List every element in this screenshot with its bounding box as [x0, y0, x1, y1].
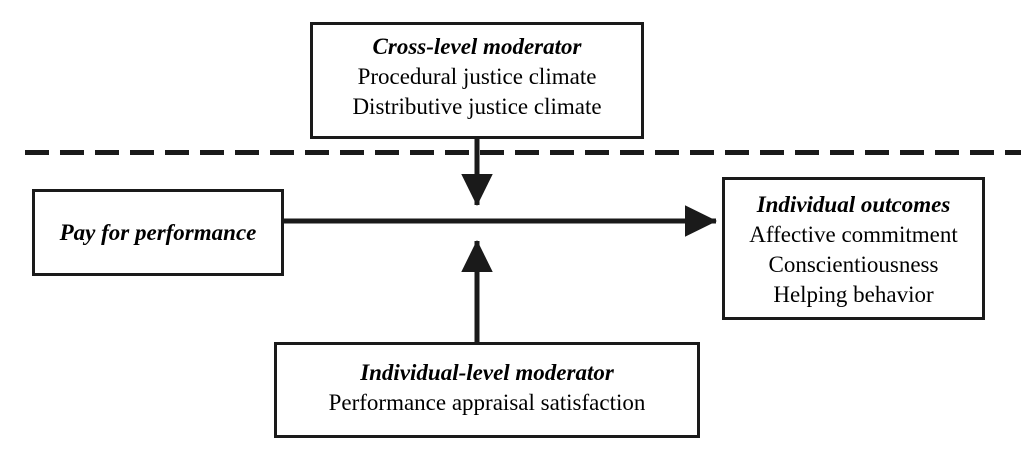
node-individual-level-moderator-title: Individual-level moderator [360, 360, 614, 385]
node-individual-outcomes-line-3: Helping behavior [773, 282, 934, 307]
node-individual-outcomes-line-1: Affective commitment [749, 222, 958, 247]
node-pay-for-performance-title: Pay for performance [59, 220, 257, 245]
node-individual-level-moderator-line-1: Performance appraisal satisfaction [328, 390, 646, 415]
node-individual-outcomes[interactable]: Individual outcomes Affective commitment… [722, 177, 985, 320]
node-cross-level-moderator-title: Cross-level moderator [372, 34, 582, 59]
node-pay-for-performance[interactable]: Pay for performance [32, 189, 284, 276]
node-individual-outcomes-title: Individual outcomes [756, 192, 951, 217]
node-cross-level-moderator-line-1: Procedural justice climate [357, 64, 597, 89]
level-divider-dashed-line [25, 150, 1021, 155]
dashed-line-svg [25, 150, 1021, 155]
node-individual-outcomes-line-2: Conscientiousness [768, 252, 939, 277]
node-individual-level-moderator[interactable]: Individual-level moderator Performance a… [274, 342, 700, 438]
node-cross-level-moderator[interactable]: Cross-level moderator Procedural justice… [310, 22, 644, 139]
node-cross-level-moderator-line-2: Distributive justice climate [352, 94, 602, 119]
